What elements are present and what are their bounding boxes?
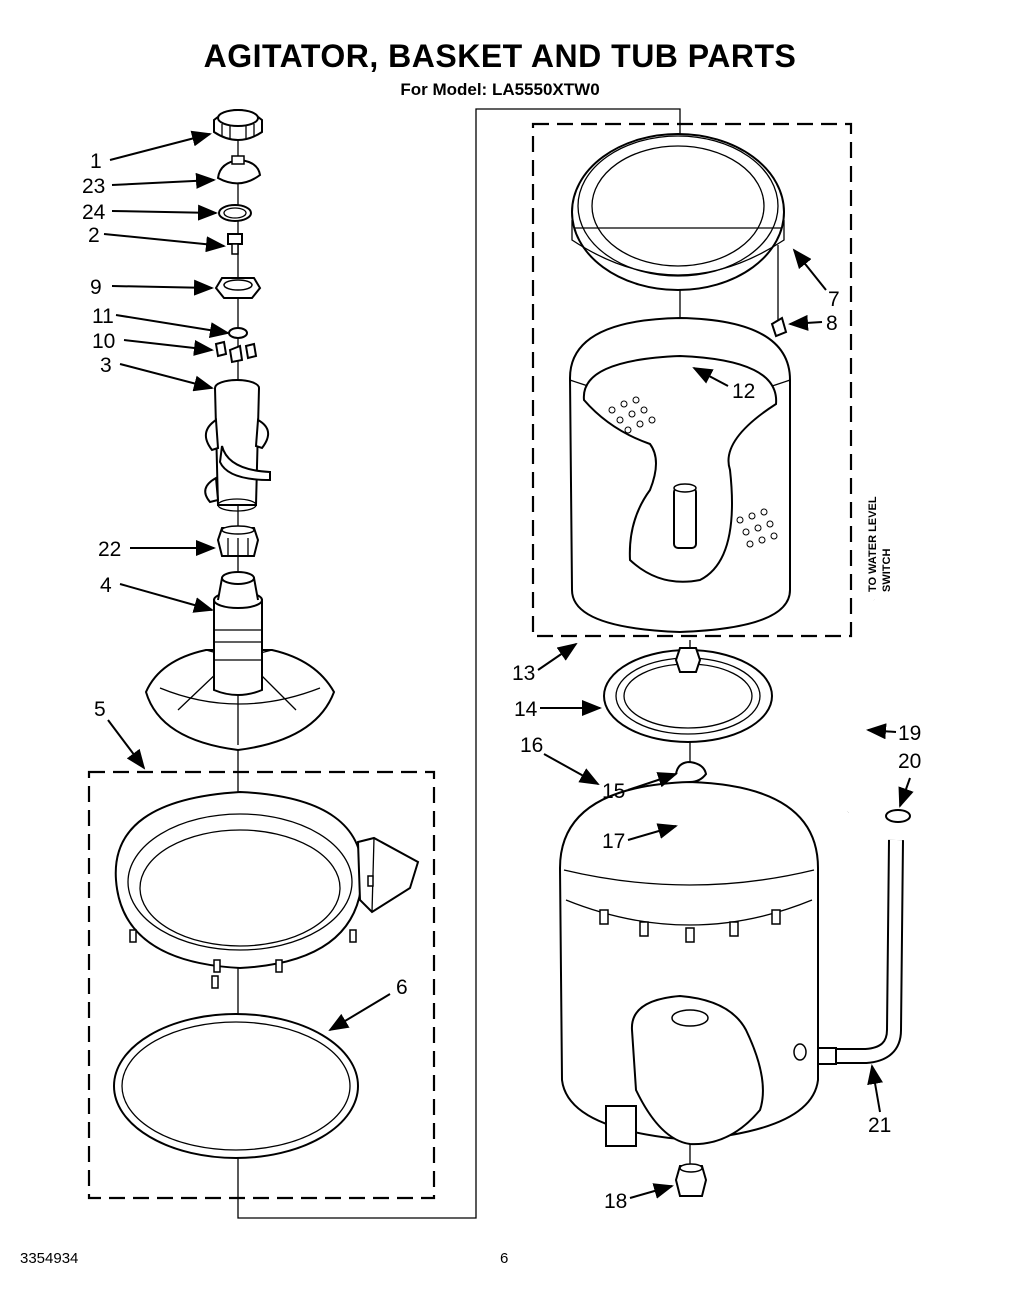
agitator <box>204 379 271 512</box>
callout-labels: 1 23 24 2 9 11 10 3 22 4 5 6 7 8 12 13 1… <box>82 150 921 1213</box>
callout-17: 17 <box>602 830 625 853</box>
callout-19: 19 <box>898 722 921 745</box>
agitator-dogs <box>214 340 258 364</box>
callout-16: 16 <box>520 734 543 757</box>
hub-and-flange <box>144 571 336 752</box>
tub-ring <box>571 133 785 291</box>
callout-5: 5 <box>94 698 106 721</box>
callout-21: 21 <box>868 1114 891 1137</box>
callout-3: 3 <box>100 354 112 377</box>
pressure-hose <box>846 599 878 813</box>
water-level-switch-note: TO WATER LEVEL SWITCH <box>867 496 893 592</box>
callout-4: 4 <box>100 574 112 597</box>
callout-2: 2 <box>88 224 100 247</box>
callout-18: 18 <box>604 1190 627 1213</box>
hose-note-line1: TO WATER LEVEL <box>867 496 879 592</box>
callout-24: 24 <box>82 201 106 224</box>
tub-ring-clip <box>770 316 788 338</box>
agitator-cover <box>216 155 262 185</box>
callout-20: 20 <box>898 750 921 773</box>
agitator-cap <box>213 109 263 141</box>
agitator-bolt <box>227 233 243 255</box>
callout-22: 22 <box>98 538 121 561</box>
callout-15: 15 <box>602 780 625 803</box>
page-number: 6 <box>500 1250 509 1267</box>
drain-plug <box>674 1163 708 1197</box>
tub-seal <box>603 647 773 743</box>
callout-9: 9 <box>90 276 102 299</box>
callout-14: 14 <box>514 698 538 721</box>
diagram-title: AGITATOR, BASKET AND TUB PARTS <box>203 38 797 74</box>
model-subtitle: For Model: LA5550XTW0 <box>400 80 600 99</box>
callout-11: 11 <box>92 305 114 328</box>
callout-10: 10 <box>92 330 115 353</box>
basket-assembly-box <box>531 122 853 638</box>
balance-ring <box>114 790 420 989</box>
outer-tub <box>558 780 819 1147</box>
callout-6: 6 <box>396 976 408 999</box>
callout-12: 12 <box>732 380 755 403</box>
document-number: 3354934 <box>20 1250 79 1267</box>
cam-dog <box>214 277 262 299</box>
callout-leaders <box>103 130 914 1199</box>
callout-1: 1 <box>90 150 102 173</box>
hose-clamp <box>885 809 911 823</box>
callout-7: 7 <box>828 288 840 311</box>
spring-clip <box>675 760 708 783</box>
hose-note-line2: SWITCH <box>881 549 893 592</box>
tub-hose <box>817 839 904 1065</box>
callout-23: 23 <box>82 175 105 198</box>
callout-8: 8 <box>826 312 838 335</box>
drive-block <box>216 525 260 557</box>
ring-assembly-box <box>87 770 436 1200</box>
washer <box>228 327 248 339</box>
tub-ring-gasket <box>113 1013 359 1159</box>
callout-13: 13 <box>512 662 535 685</box>
wash-basket <box>568 316 791 634</box>
